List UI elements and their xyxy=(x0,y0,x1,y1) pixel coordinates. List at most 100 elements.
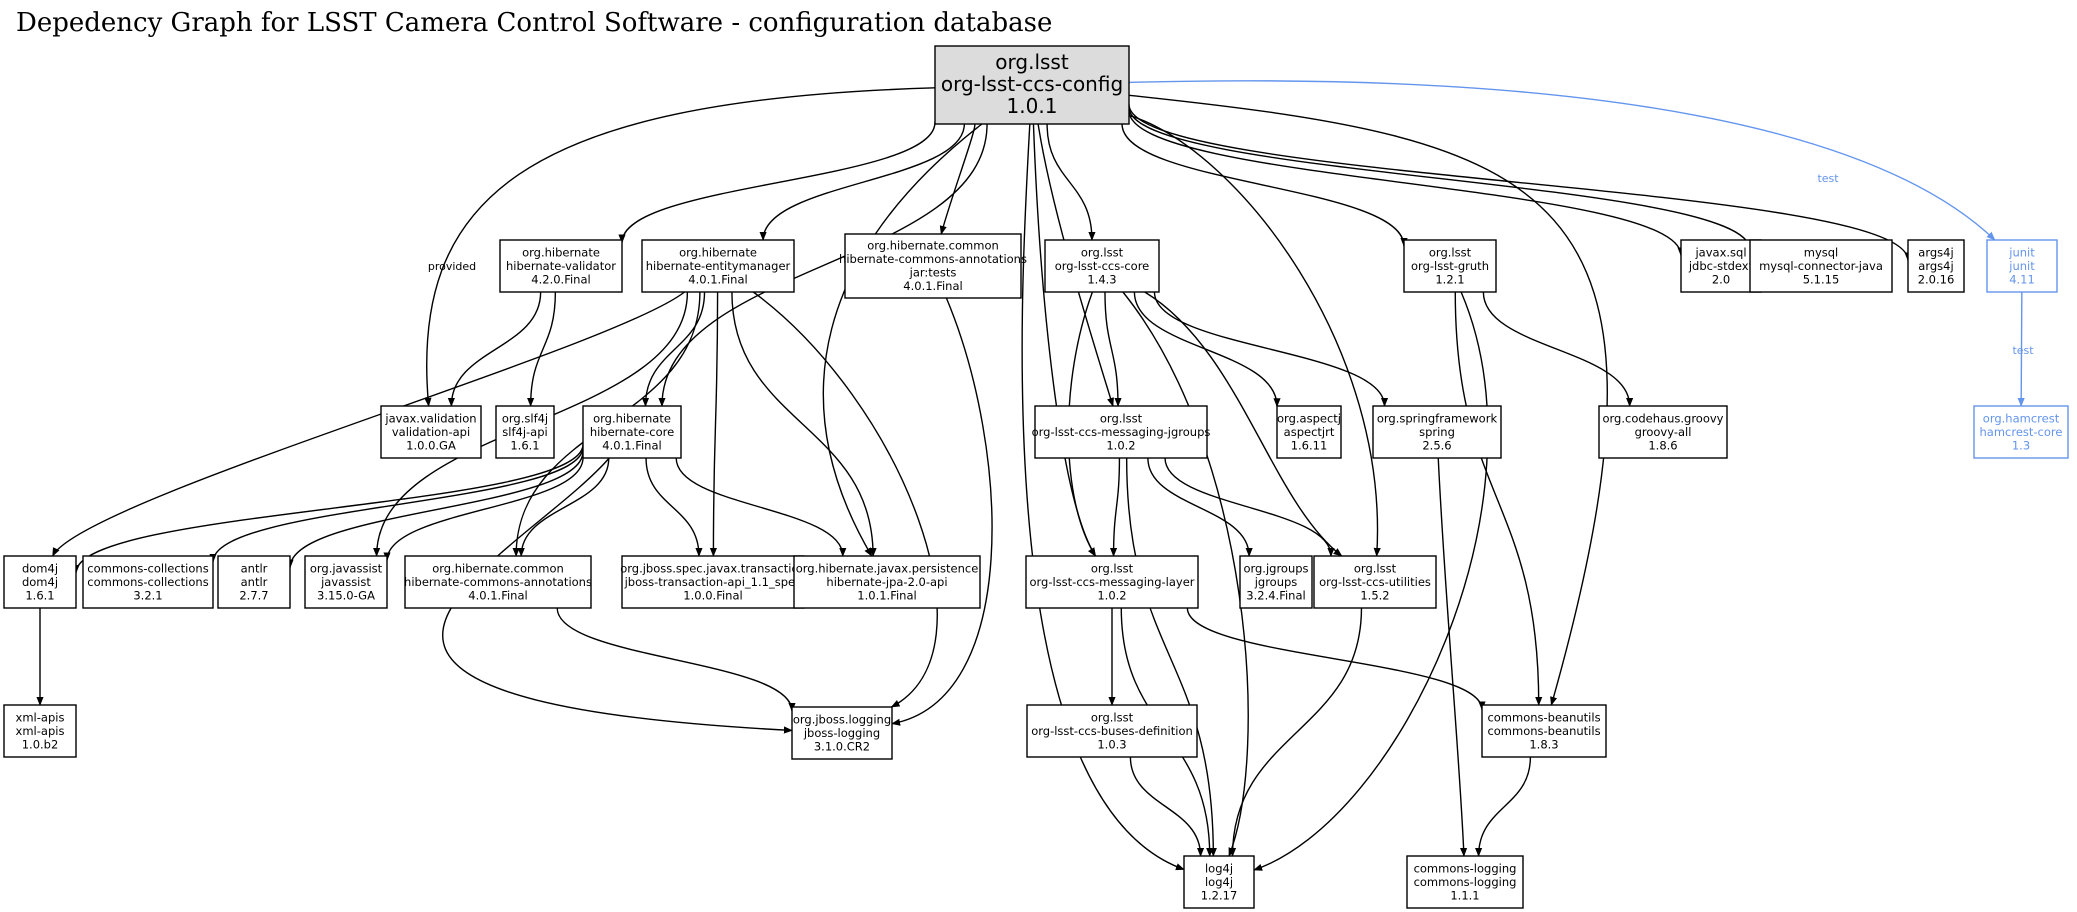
node-jta[interactable]: org.jboss.spec.javax.transactionjboss-tr… xyxy=(620,555,806,609)
edge-line xyxy=(1147,457,1253,557)
edge-gruth-to-beanutils xyxy=(1454,291,1543,706)
edge-hem-to-hcore xyxy=(641,291,706,407)
edge-msglayer-to-beanutils xyxy=(1186,607,1486,711)
node-hcajt[interactable]: org.hibernate.commonhibernate-commons-an… xyxy=(839,233,1027,299)
node-label-line: 1.1.1 xyxy=(1450,888,1479,902)
node-label-line: mysql-connector-java xyxy=(1759,259,1883,273)
node-label-line: 4.0.1.Final xyxy=(602,438,661,452)
edge-line xyxy=(752,291,938,708)
node-cc[interactable]: commons-collectionscommons-collections3.… xyxy=(82,555,214,609)
node-label-line: org-lsst-ccs-messaging-layer xyxy=(1029,575,1194,589)
node-box xyxy=(1372,405,1502,459)
node-label-line: org.hibernate.common xyxy=(432,561,564,575)
node-label-line: jgroups xyxy=(1254,575,1298,589)
node-label-line: 1.6.1 xyxy=(510,438,539,452)
node-label-line: spring xyxy=(1419,425,1455,439)
node-hval[interactable]: org.hibernatehibernate-validator4.2.0.Fi… xyxy=(499,239,623,293)
edge-line xyxy=(1128,94,1608,706)
node-label-line: hibernate-core xyxy=(590,425,674,439)
edge-line xyxy=(1454,291,1543,706)
edge-line xyxy=(286,451,584,569)
edge-root-to-msglayer xyxy=(1032,123,1097,557)
node-label-line: 1.0.3 xyxy=(1097,737,1126,751)
edge-jgroupsmsg-to-jgroups xyxy=(1147,457,1253,557)
node-box xyxy=(380,405,482,459)
node-label-line: 1.2.17 xyxy=(1201,888,1238,902)
node-jpa[interactable]: org.hibernate.javax.persistencehibernate… xyxy=(793,555,981,609)
edge-label: provided xyxy=(428,260,476,273)
node-label-line: hibernate-jpa-2.0-api xyxy=(826,575,947,589)
node-box xyxy=(499,239,623,293)
node-label-line: commons-logging xyxy=(1414,861,1517,875)
node-label-line: hamcrest-core xyxy=(1980,425,2063,439)
edge-hval-to-valapi xyxy=(447,291,542,407)
node-box xyxy=(1481,704,1607,758)
node-hem[interactable]: org.hibernatehibernate-entitymanager4.0.… xyxy=(641,239,795,293)
node-label-line: org.lsst xyxy=(1091,561,1134,575)
node-box xyxy=(1034,405,1208,459)
node-hca[interactable]: org.hibernate.commonhibernate-commons-an… xyxy=(404,555,592,609)
node-box xyxy=(3,555,77,609)
edge-hval-to-slf4j xyxy=(527,291,557,407)
edge-hcore-to-antlr xyxy=(286,451,584,569)
node-label-line: 1.3 xyxy=(2012,438,2030,452)
node-label-line: groovy-all xyxy=(1635,425,1692,439)
edge-line xyxy=(1228,607,1363,857)
edge-root-to-gruth xyxy=(1121,123,1408,247)
edge-line xyxy=(658,123,988,407)
edge-line xyxy=(759,123,966,241)
edge-hem-to-jbosslog xyxy=(752,291,938,708)
edge-line xyxy=(1104,291,1122,407)
node-label-line: antlr xyxy=(241,561,268,575)
edge-root-to-jpa xyxy=(822,123,983,557)
edge-line xyxy=(1153,291,1389,407)
edge-line xyxy=(1128,110,1685,257)
edge-hcore-to-jta xyxy=(645,457,703,557)
node-label-line: 3.15.0-GA xyxy=(317,588,375,602)
edge-root-to-hcajt xyxy=(939,123,976,235)
node-jgroupsmsg[interactable]: org.lsstorg-lsst-ccs-messaging-jgroups1.… xyxy=(1032,405,1211,459)
node-label-line: org.hamcrest xyxy=(1983,411,2060,425)
node-box xyxy=(1598,405,1728,459)
edge-hcore-to-javassist xyxy=(383,457,584,562)
edge-root-to-junit: test xyxy=(1128,80,1996,241)
edge-line xyxy=(447,291,542,407)
edge-line xyxy=(1144,291,1343,557)
edge-line xyxy=(1128,104,1912,262)
node-label-line: aspectjrt xyxy=(1284,425,1335,439)
node-busdef[interactable]: org.lsstorg-lsst-ccs-buses-definition1.0… xyxy=(1026,704,1198,758)
node-label-line: 4.2.0.Final xyxy=(531,272,590,286)
node-label-line: jar:tests xyxy=(909,266,957,280)
node-box xyxy=(1680,239,1762,293)
node-label-line: 2.0 xyxy=(1712,272,1730,286)
edge-root-to-hem xyxy=(759,123,966,241)
node-msglayer[interactable]: org.lsstorg-lsst-ccs-messaging-layer1.0.… xyxy=(1025,555,1199,609)
node-box xyxy=(1406,855,1524,909)
edge-label: test xyxy=(2012,344,2034,357)
node-label-line: hibernate-commons-annotations xyxy=(404,575,592,589)
